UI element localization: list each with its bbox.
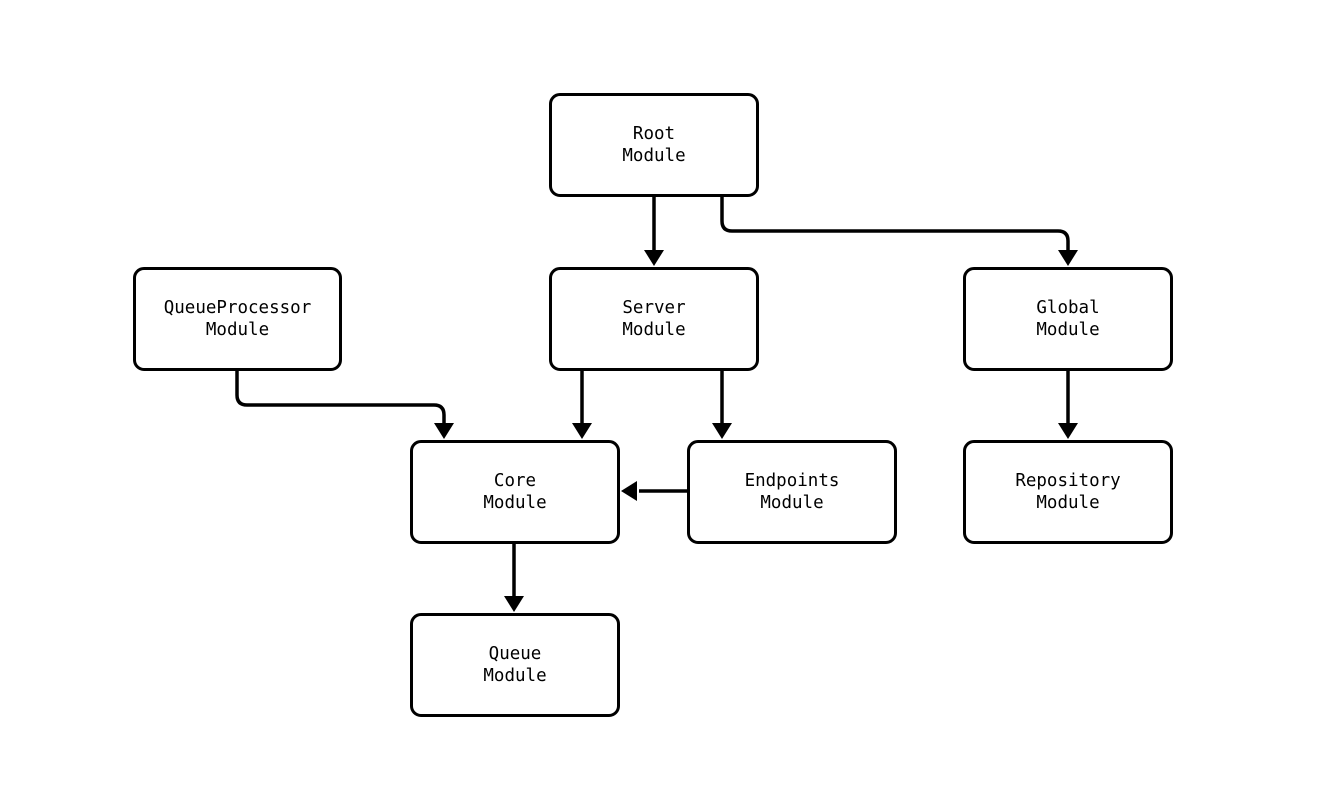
arrowhead-server-endpoints [712, 423, 732, 439]
node-core-line1: Core [493, 471, 537, 491]
node-root-line2: Module [622, 146, 686, 166]
node-endpoints[interactable]: Endpoints Module [687, 440, 897, 544]
node-queue[interactable]: Queue Module [410, 613, 620, 717]
node-queue-line2: Module [483, 666, 547, 686]
arrowhead-root-global [1058, 250, 1078, 266]
node-queueprocessor-line1: QueueProcessor [163, 298, 312, 318]
node-server[interactable]: Server Module [549, 267, 759, 371]
arrowhead-root-server [644, 250, 664, 266]
node-core[interactable]: Core Module [410, 440, 620, 544]
node-global-line1: Global [1036, 298, 1100, 318]
edge-root-global [720, 197, 1070, 250]
node-endpoints-line1: Endpoints [744, 471, 840, 491]
node-core-line2: Module [483, 493, 547, 513]
node-root[interactable]: Root Module [549, 93, 759, 197]
arrowhead-queueprocessor-core [434, 423, 454, 439]
node-queueprocessor-line2: Module [205, 320, 270, 340]
node-server-line1: Server [622, 298, 686, 318]
node-queue-line1: Queue [488, 644, 542, 664]
arrowhead-endpoints-core [621, 481, 637, 501]
node-queueprocessor[interactable]: QueueProcessor Module [133, 267, 342, 371]
node-global-line2: Module [1036, 320, 1100, 340]
arrowhead-core-queue [504, 596, 524, 612]
edge-queueprocessor-core [235, 371, 446, 423]
arrowhead-global-repository [1058, 423, 1078, 439]
node-endpoints-line2: Module [760, 493, 824, 513]
node-server-line2: Module [622, 320, 686, 340]
node-global[interactable]: Global Module [963, 267, 1173, 371]
arrowhead-server-core [572, 423, 592, 439]
node-repository-line2: Module [1036, 493, 1100, 513]
node-repository-line1: Repository [1015, 471, 1121, 491]
node-repository[interactable]: Repository Module [963, 440, 1173, 544]
node-root-line1: Root [632, 124, 676, 144]
